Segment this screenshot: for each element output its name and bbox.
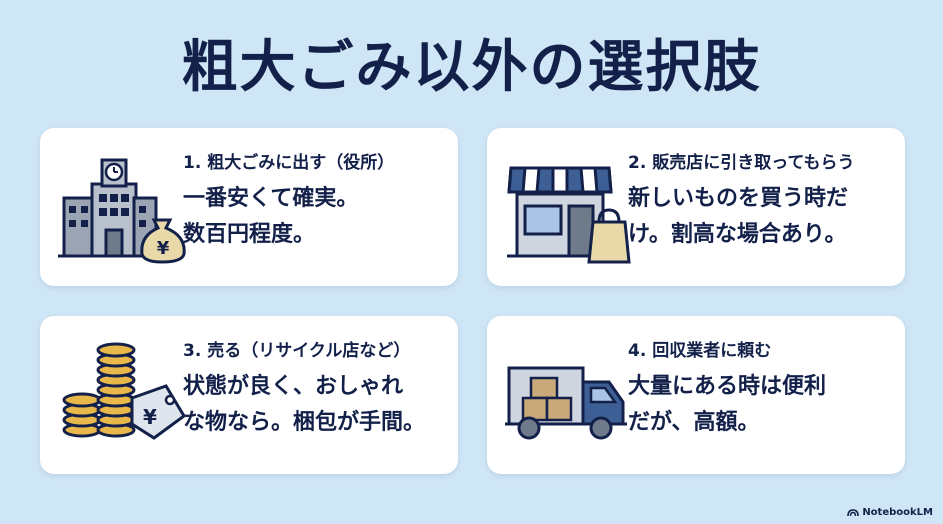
page-title: 粗大ごみ以外の選択肢 xyxy=(181,35,762,100)
yen-bag-label: ¥ xyxy=(157,238,170,259)
card-text-line: な物なら。梱包が手間。 xyxy=(183,410,426,435)
card-heading: 1. 粗大ごみに出す（役所） xyxy=(183,153,395,173)
card-heading: 4. 回収業者に頼む xyxy=(628,341,772,361)
shop-icon xyxy=(507,166,631,264)
card-text-line: 数百円程度。 xyxy=(183,222,316,247)
option-card-sell: ¥ 3. 売る（リサイクル店など） 状態が良く、おしゃれ な物なら。梱包が手間。 xyxy=(40,316,458,474)
card-text-line: 状態が良く、おしゃれ xyxy=(183,374,404,399)
delivery-truck-icon xyxy=(505,366,627,440)
city-hall-icon: ¥ xyxy=(58,158,186,264)
yen-tag-label: ¥ xyxy=(143,405,157,429)
option-card-city-hall: ¥ 1. 粗大ごみに出す（役所） 一番安くて確実。 数百円程度。 xyxy=(40,128,458,286)
brand-label: NotebookLM xyxy=(862,507,933,518)
notebooklm-logo-icon xyxy=(847,509,860,517)
card-heading: 3. 売る（リサイクル店など） xyxy=(183,341,411,361)
card-text-line: 大量にある時は便利 xyxy=(628,374,827,399)
card-heading: 2. 販売店に引き取ってもらう xyxy=(628,153,855,173)
option-card-shop: 2. 販売店に引き取ってもらう 新しいものを買う時だ け。割高な場合あり。 xyxy=(487,128,905,286)
card-text-line: け。割高な場合あり。 xyxy=(628,222,847,247)
option-card-collection-service: 4. 回収業者に頼む 大量にある時は便利 だが、高額。 xyxy=(487,316,905,474)
card-text-line: だが、高額。 xyxy=(628,410,760,435)
notebooklm-watermark: NotebookLM xyxy=(847,507,933,518)
coins-price-tag-icon: ¥ xyxy=(62,342,186,440)
card-text-line: 一番安くて確実。 xyxy=(183,186,359,211)
card-text-line: 新しいものを買う時だ xyxy=(628,186,849,211)
